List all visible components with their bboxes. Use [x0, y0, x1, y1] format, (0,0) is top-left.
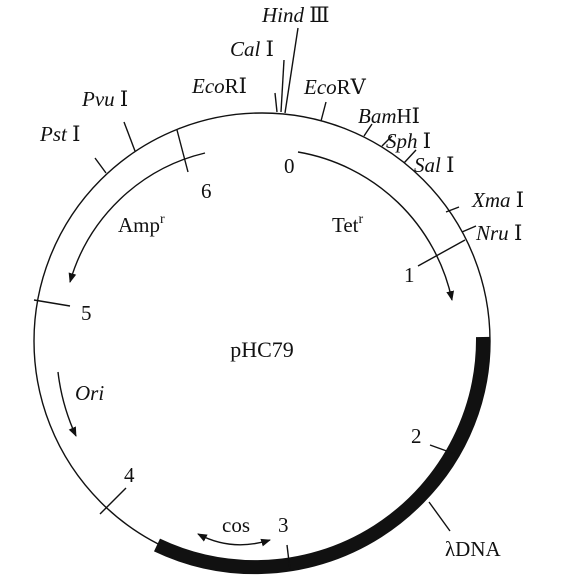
sal1-site-line [403, 149, 417, 164]
lambda-dna-label: λDNA [445, 537, 502, 561]
lambda-dna-insert [153, 336, 491, 575]
scale-tick-1 [417, 239, 466, 267]
sph1-label: Sph Ⅰ [386, 129, 431, 153]
nru1-site-line [461, 225, 477, 233]
xma1-site-line [445, 206, 460, 213]
bamh1-site-line [363, 123, 373, 137]
hind3-label: Hind Ⅲ [261, 3, 330, 27]
hind3-site-line [284, 27, 299, 114]
ori-label: Ori [75, 381, 104, 405]
ecor1-label: EcoRⅠ [191, 74, 247, 98]
scale-tick-5 [33, 299, 71, 307]
cal1-site-line [280, 59, 285, 113]
ori-arrow [57, 371, 77, 437]
ecor1-site-line [274, 92, 278, 113]
scale-mark-0: 0 [284, 154, 295, 178]
scale-tick-2 [429, 444, 456, 455]
plasmid-name: pHC79 [230, 337, 294, 362]
pst1-label: Pst Ⅰ [39, 122, 80, 146]
scale-mark-3: 3 [278, 513, 289, 537]
xma1-label: Xma Ⅰ [471, 188, 524, 212]
scale-tick-3 [286, 544, 291, 571]
scale-mark-2: 2 [411, 424, 422, 448]
tet-arrow [297, 151, 455, 301]
tet-label: Tetr [332, 212, 364, 237]
scale-mark-4: 4 [124, 463, 135, 487]
ecor5-label: EcoRⅤ [303, 75, 367, 99]
sal1-label: Sal Ⅰ [414, 153, 454, 177]
ecor5-site-line [320, 101, 327, 122]
nru1-label: Nru Ⅰ [475, 221, 522, 245]
pvu1-site-line [123, 121, 136, 152]
pvu1-label: Pvu Ⅰ [81, 87, 128, 111]
pst1-site-line [94, 157, 107, 174]
scale-mark-5: 5 [81, 301, 92, 325]
cos-label: cos [222, 513, 250, 537]
scale-tick-6 [176, 129, 189, 173]
cos-arrow [197, 533, 271, 547]
sph1-site-line [381, 135, 393, 147]
scale-mark-6: 6 [201, 179, 212, 203]
amp-arrow [68, 152, 206, 283]
bamh1-label: BamHⅠ [358, 104, 420, 128]
lambda-dna-leader [428, 501, 451, 532]
cal1-label: Cal Ⅰ [230, 37, 274, 61]
amp-label: Ampr [118, 212, 165, 237]
scale-mark-1: 1 [404, 263, 415, 287]
scale-tick-4 [99, 487, 127, 515]
